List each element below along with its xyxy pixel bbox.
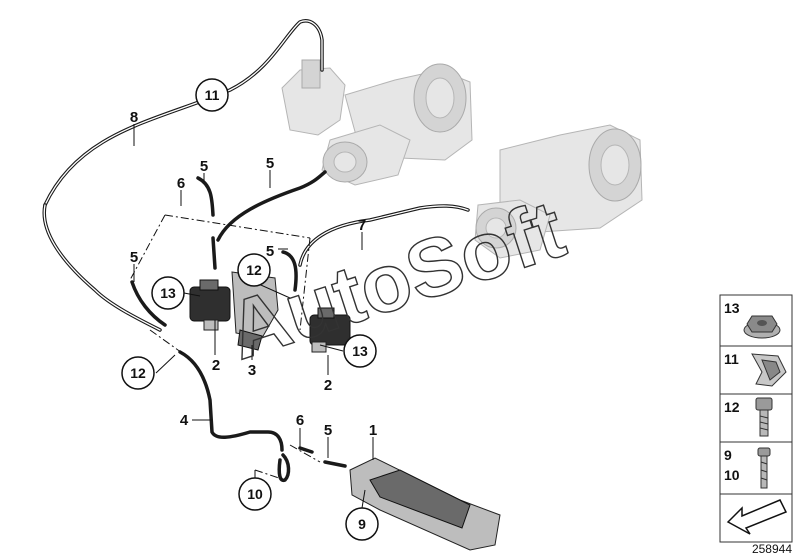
screw-icon [757,447,771,489]
callout-6: 6 [177,175,185,192]
callout-circled-11: 11 [205,87,220,103]
callouts-circled: 11 13 12 13 12 10 9 [121,78,379,541]
callout-circled-13: 13 [160,285,176,301]
callout-5: 5 [266,155,274,172]
callout-5: 5 [266,243,274,260]
callout-circled-13: 13 [352,343,368,359]
bolt-icon [755,397,773,437]
callout-4: 4 [180,412,189,429]
callout-7: 7 [358,217,366,234]
turbocharger-upper-ghost [281,59,473,186]
nut-icon [743,315,781,339]
legend-panel: 13 11 12 9 10 [719,294,793,543]
turbocharger-lower-ghost [474,124,643,259]
legend-label-9: 9 [724,447,732,463]
legend-label-10: 10 [724,467,740,483]
callouts-plain: 8 6 5 5 5 5 7 2 3 2 4 6 5 1 [130,109,377,439]
document-number: 258944 [752,542,792,556]
callout-circled-12: 12 [130,365,146,381]
vacuum-hoses [42,19,470,483]
legend-label-12: 12 [724,399,740,415]
callout-5: 5 [130,249,138,266]
callout-1: 1 [369,422,377,439]
callout-5: 5 [200,158,208,175]
callout-5: 5 [324,422,332,439]
callout-circled-12: 12 [246,262,262,278]
legend-label-11: 11 [724,351,739,367]
legend-label-13: 13 [724,300,740,316]
callout-6: 6 [296,412,304,429]
leader-lines [133,124,374,509]
intake-pipe-part [349,457,501,551]
callout-circled-9: 9 [358,516,366,532]
callout-circled-10: 10 [247,486,263,502]
bracket-part [231,271,279,351]
clip-icon [751,353,787,387]
callout-3: 3 [248,362,256,379]
solenoid-valve-right [309,307,351,353]
legend-label-9-10: 9 10 [724,447,740,483]
callout-2: 2 [324,377,332,394]
arrow-icon [726,499,788,535]
callout-8: 8 [130,109,138,126]
callout-2: 2 [212,357,220,374]
reference-lines [129,214,321,481]
